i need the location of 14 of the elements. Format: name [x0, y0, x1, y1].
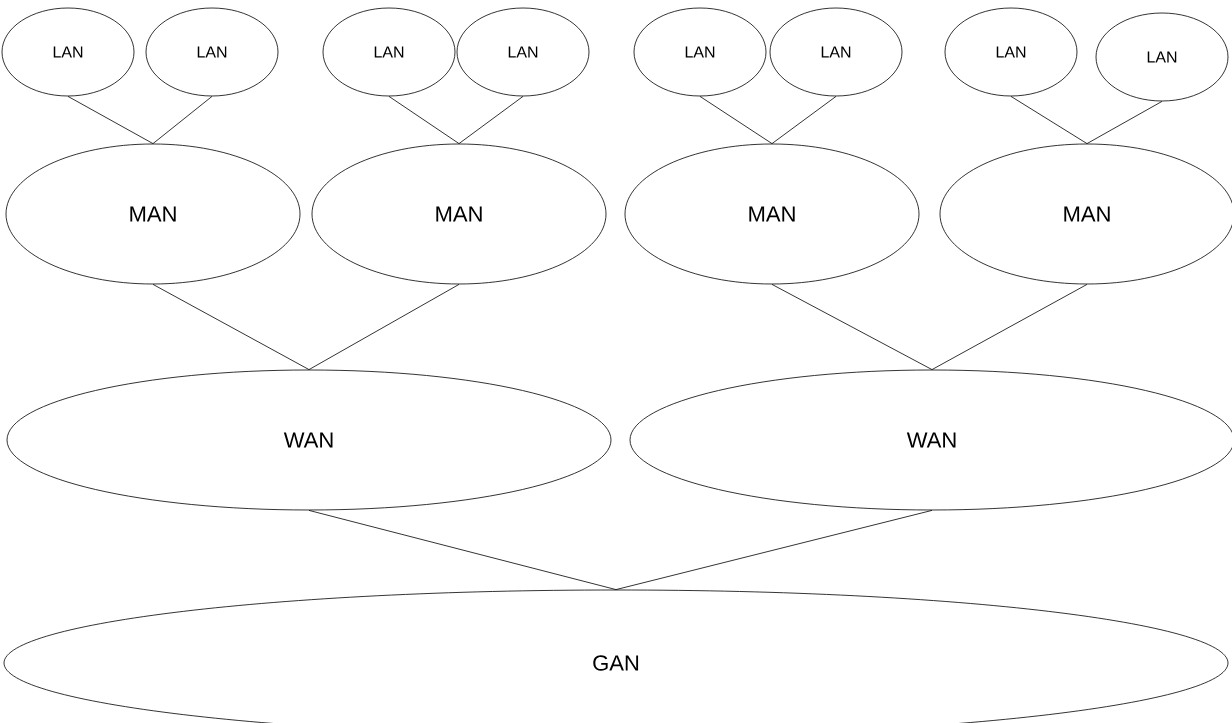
connector-line — [152, 96, 213, 144]
connector-line — [67, 96, 154, 144]
connector-line — [308, 510, 617, 590]
connector-line — [1010, 96, 1088, 144]
connector-line — [388, 96, 460, 144]
connector-line — [771, 96, 837, 144]
connector-line — [615, 510, 933, 590]
connector-line — [308, 284, 460, 370]
connector-line — [458, 96, 524, 144]
connector-line — [152, 284, 310, 370]
connector-line — [771, 284, 933, 370]
connector-line — [699, 96, 773, 144]
connector-line — [931, 284, 1088, 370]
connector-line — [1086, 101, 1163, 144]
